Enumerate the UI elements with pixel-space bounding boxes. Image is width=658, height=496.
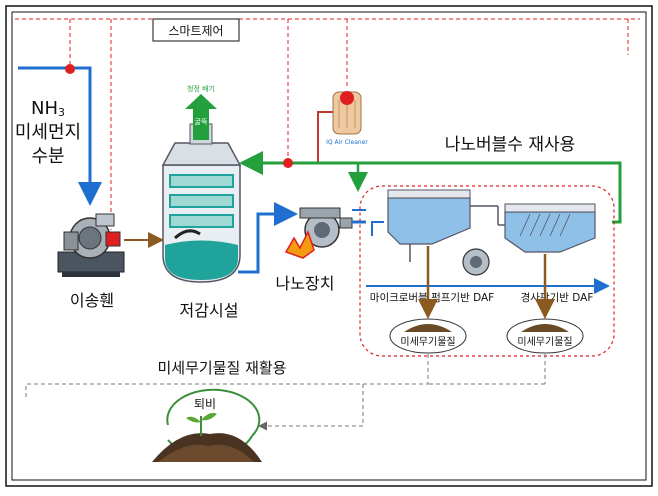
daf-plate-unit: [497, 203, 596, 253]
svg-text:NH3: NH3: [31, 98, 65, 119]
nh3-subscript: 3: [58, 106, 65, 119]
compost-illustration: [152, 388, 262, 462]
reduction-facility-label: 저감시설: [180, 301, 239, 320]
clean-exhaust-label: 청정 배기: [187, 84, 215, 93]
smart-control-box: [152, 18, 240, 42]
daf-pump-unit: [371, 189, 498, 276]
tower-to-nano-pipe: [238, 202, 298, 274]
sensor-dot-inlet: [65, 64, 75, 74]
sensor-dot-return: [283, 158, 293, 168]
chimney-label: 굴뚝: [195, 118, 208, 126]
inlet-air-pipe: [18, 66, 102, 206]
nano-device-label: 나노장치: [276, 274, 335, 293]
green-daf-outlet: [612, 185, 622, 224]
recycle-title: 미세무기물질 재활용: [158, 359, 287, 377]
compost-label: 퇴비: [194, 397, 216, 411]
fine-dust-label: 미세먼지: [15, 122, 81, 143]
transfer-fan-label: 이송휀: [70, 291, 114, 310]
nano-device: [284, 207, 353, 259]
reduction-tower: [161, 123, 242, 283]
recycle-path-main: [25, 354, 429, 400]
moisture-label: 수분: [31, 146, 64, 167]
iq-air-label: IQ Air Cleaner: [326, 139, 368, 146]
sludge-label-2: 미세무기물질: [517, 336, 572, 348]
sludge-ellipse-2: [506, 318, 584, 354]
nano-device-flame-icon: [284, 230, 315, 259]
nano-water-return-pipe: [239, 151, 622, 185]
nano-bubble-reuse-label: 나노버블수 재사용: [445, 135, 576, 155]
transfer-fan: [57, 213, 125, 277]
sludge-ellipse-1: [389, 318, 467, 354]
iq-air-sensor-dot: [340, 91, 354, 105]
iq-air-cleaner: [332, 91, 362, 135]
iq-air-red-line: [317, 111, 333, 163]
daf-enclosure: [359, 185, 615, 357]
daf-pump-label: 마이크로버블 펌프기반 DAF: [370, 292, 494, 304]
sludge-label-1: 미세무기물질: [400, 336, 455, 348]
daf-plate-label: 경사판기반 DAF: [521, 291, 594, 304]
recycle-to-compost-arrow: [258, 384, 364, 431]
inner-frame: [11, 11, 647, 481]
fan-motor-indicator: [105, 231, 121, 247]
outer-frame: [5, 5, 653, 487]
smart-control-label: 스마트제어: [168, 24, 223, 38]
exhaust-arrow: [185, 94, 217, 140]
nh3-label: NH: [31, 98, 58, 119]
